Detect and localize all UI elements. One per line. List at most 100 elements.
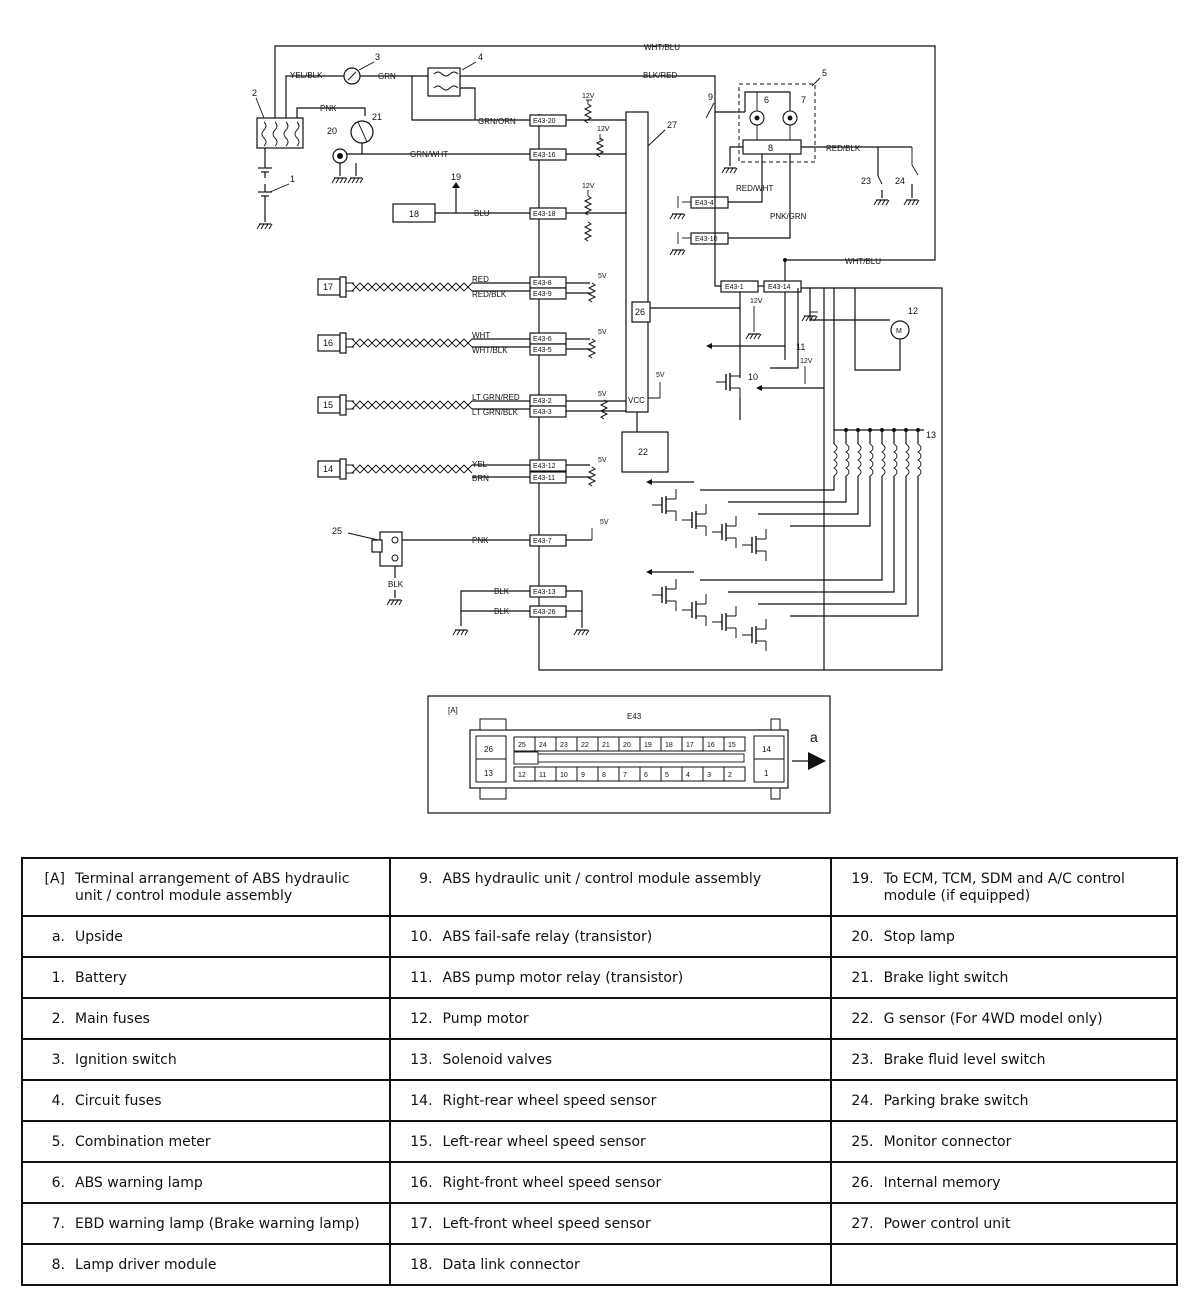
connector-pin-label: 2 [728,772,732,779]
legend-cell: 10.ABS fail-safe relay (transistor) [388,915,832,958]
connector-pin-label: 4 [686,772,690,779]
label-18: 18 [409,209,419,219]
motor-m-label: M [896,328,902,335]
svg-text:E43-6: E43-6 [533,336,552,343]
svg-text:E43-8: E43-8 [533,280,552,287]
label-5: 5 [822,68,827,78]
connector-pin-label: 24 [539,742,547,749]
wire-label-wht-blu: WHT/BLU [644,43,680,52]
legend-cell: 16.Right-front wheel speed sensor [388,1161,832,1204]
label-6: 6 [764,95,769,105]
connector-pin-label: 15 [728,742,736,749]
connector-pin-label: 12 [518,772,526,779]
legend-number: 7. [51,1216,65,1232]
legend-cell: 20. Stop lamp [829,915,1179,958]
legend-row: 7. EBD warning lamp (Brake warning lamp) 1… [21,1202,1179,1245]
svg-text:E43-5: E43-5 [533,347,552,354]
legend-text: Stop lamp [883,929,955,945]
label-11: 11 [796,342,805,352]
label-17: 17 [323,282,333,292]
legend-number: a. [51,929,65,945]
voltage-12v-d: 12V [750,298,763,305]
legend-text: Upside [75,929,123,945]
label-26: 26 [635,307,645,317]
legend-text: Power control unit [883,1216,1011,1232]
label-25: 25 [332,526,342,536]
legend-text: To ECM, TCM, SDM and A/C control module … [883,871,1125,904]
wire-label-wht-blu-right: WHT/BLU [845,257,881,266]
wire-label-lt-grn-red: LT GRN/RED [472,393,520,402]
legend-number: 21. [851,970,874,986]
legend-text: Data link connector [442,1257,580,1273]
legend-number: 18. [410,1257,433,1273]
legend-text: Battery [75,970,127,986]
wire-label-wht: WHT [472,331,490,340]
wire-label-blk-2: BLK [494,607,510,616]
voltage-5v-b: 5V [598,329,607,336]
voltage-12v-a: 12V [582,93,595,100]
svg-text:E43-20: E43-20 [533,118,556,125]
legend-number: 4. [51,1093,65,1109]
circuit-fuses [427,67,461,97]
label-10: 10 [748,372,758,382]
svg-text:13: 13 [484,769,493,778]
label-12: 12 [908,306,918,316]
legend-cell: 18. Data link connector [388,1243,832,1286]
solenoid-valves [700,288,924,617]
connector-pin-label: 23 [560,742,568,749]
legend-number: 6. [51,1175,65,1191]
g-sensor [621,431,669,473]
legend-number: 22. [851,1011,874,1027]
svg-text:E43-13: E43-13 [533,589,556,596]
legend-text: Lamp driver module [75,1257,217,1273]
legend-cell: 3. Ignition switch [21,1038,391,1081]
label-23: 23 [861,176,871,186]
legend-row: [A]Terminal arrangement of ABS hydraulic… [21,857,1179,917]
wire-label-wht-blk: WHT/BLK [472,346,508,355]
legend-cell: a. Upside [21,915,391,958]
legend-number: 19. [851,871,874,887]
label-21: 21 [372,112,382,122]
wire-label-red: RED [472,275,489,284]
legend-text: Main fuses [75,1011,150,1027]
connector-pin-label: 10 [560,772,568,779]
legend-number: 27. [851,1216,874,1232]
terminal-e43-14: E43-14 [768,284,791,291]
legend-number: 17. [410,1216,433,1232]
connector-pin-label: 7 [623,772,627,779]
terminal-e43-4: E43-4 [695,200,714,207]
legend-text: EBD warning lamp (Brake warning lamp) [75,1216,360,1232]
svg-text:E43-2: E43-2 [533,398,552,405]
label-13: 13 [926,430,936,440]
label-8: 8 [768,143,773,153]
legend-number: 5. [51,1134,65,1150]
svg-text:E43-9: E43-9 [533,291,552,298]
connector-pin [723,766,746,782]
wire-label-red-wht: RED/WHT [736,184,773,193]
wire-label-pnk: PNK [472,536,489,545]
wire-label-blk-monitor: BLK [388,580,404,589]
legend-number: 10. [410,929,433,945]
legend-number: 25. [851,1134,874,1150]
legend-text: Brake light switch [883,970,1009,986]
legend-text: Right-front wheel speed sensor [442,1175,662,1191]
wire-label-grn-wht: GRN/WHT [410,150,448,159]
label-24: 24 [895,176,905,186]
wire-label-grn-orn: GRN/ORN [478,117,516,126]
legend-text: Ignition switch [75,1052,177,1068]
wire-label-blu: BLU [474,209,490,218]
voltage-12v-c: 12V [582,183,595,190]
legend-number: 3. [51,1052,65,1068]
power-control-unit [625,111,649,413]
legend-cell: 23.Brake fluid level switch [829,1038,1179,1081]
solenoid-drivers [646,479,767,652]
legend-number: 20. [851,929,874,945]
legend-text: Terminal arrangement of ABS hydraulic un… [75,871,350,904]
legend-cell: 13.Solenoid valves [388,1038,832,1081]
terminal-e43-10: E43-10 [695,236,718,243]
